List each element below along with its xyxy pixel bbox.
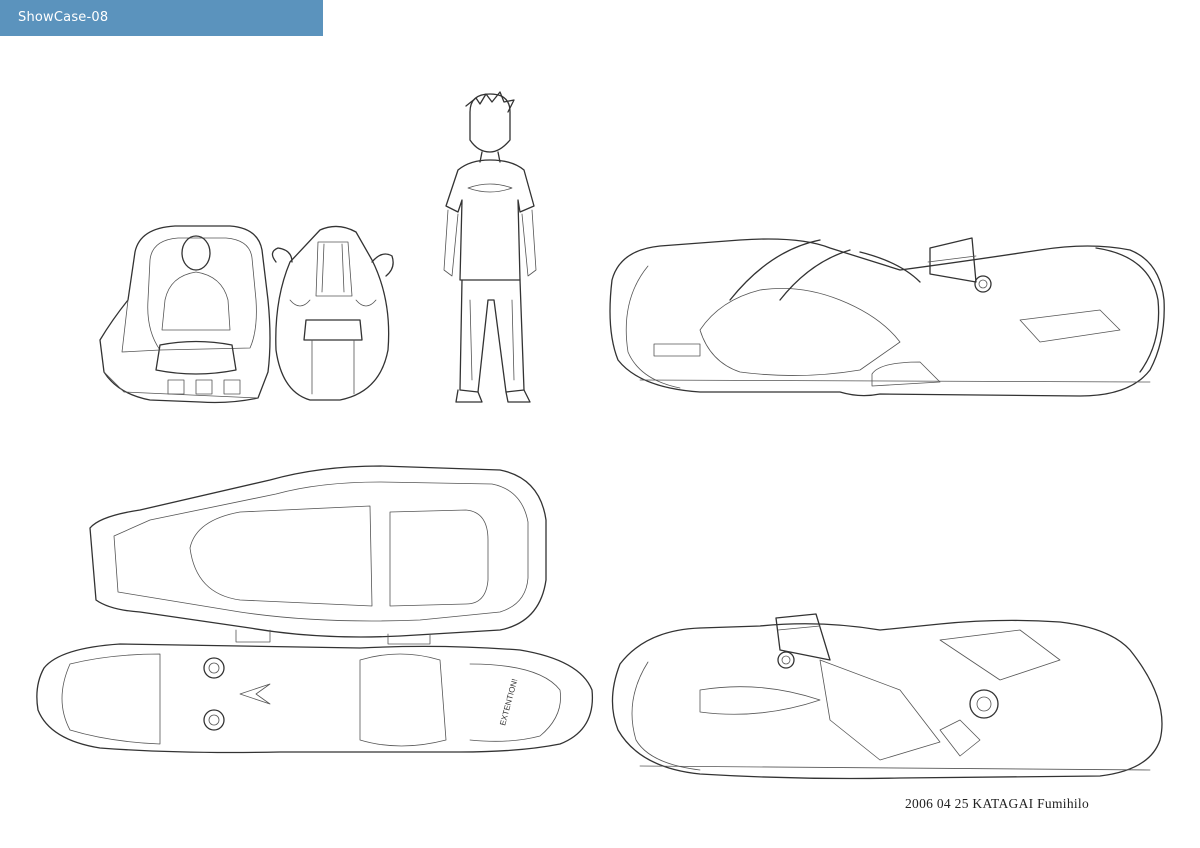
front-view-sketch (99, 225, 271, 404)
page-header-tab: ShowCase-08 (0, 0, 323, 36)
rear-view-sketch (271, 225, 394, 401)
scale-figure-sketch (443, 91, 537, 403)
artist-signature: 2006 04 25 KATAGAI Fumihilo (905, 796, 1090, 811)
top-view-sketch (89, 465, 547, 645)
page-title: ShowCase-08 (18, 10, 109, 25)
side-marking-text: EXTENTION! (498, 678, 519, 727)
side-view-sketch-right (609, 237, 1165, 397)
side-view-sketch-left (611, 613, 1163, 780)
bottom-view-sketch: EXTENTION! (36, 643, 594, 754)
